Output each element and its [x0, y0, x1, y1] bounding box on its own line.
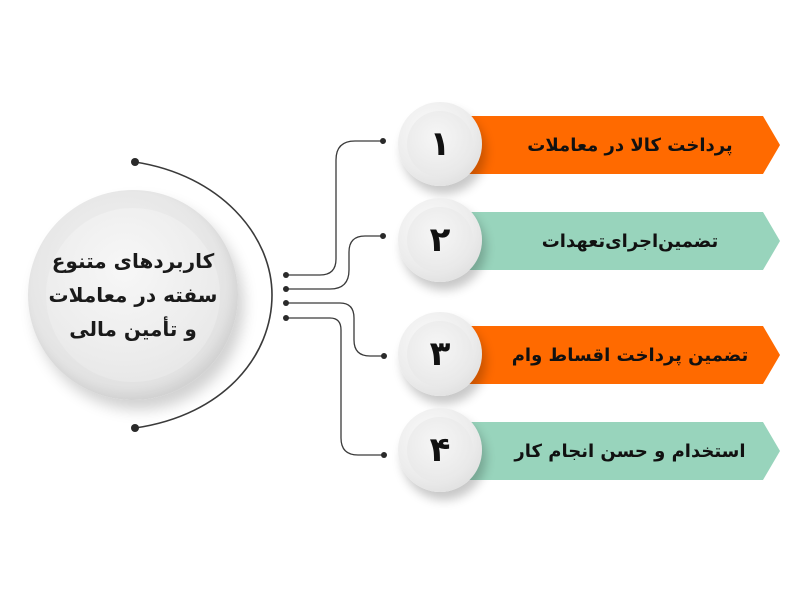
item-number-circle-3: ۳: [398, 312, 482, 396]
item-label-1: پرداخت کالا در معاملات: [527, 134, 733, 156]
item-number-circle-1: ۱: [398, 102, 482, 186]
item-banner-1: پرداخت کالا در معاملات: [440, 116, 780, 174]
item-label-4: استخدام و حسن انجام کار: [514, 440, 746, 462]
item-number-circle-4: ۴: [398, 408, 482, 492]
item-number-4: ۴: [407, 417, 473, 483]
item-banner-2: تضمین‌اجرای‌تعهدات: [440, 212, 780, 270]
item-banner-4: استخدام و حسن انجام کار: [440, 422, 780, 480]
hub-inner: کاربردهای متنوع سفته در معاملات و تأمین …: [46, 208, 220, 382]
hub-circle: کاربردهای متنوع سفته در معاملات و تأمین …: [28, 190, 238, 400]
item-number-circle-2: ۲: [398, 198, 482, 282]
item-label-2: تضمین‌اجرای‌تعهدات: [541, 230, 719, 252]
item-label-3: تضمین پرداخت اقساط وام: [511, 344, 749, 366]
item-banner-3: تضمین پرداخت اقساط وام: [440, 326, 780, 384]
item-number-1: ۱: [407, 111, 473, 177]
hub-title: کاربردهای متنوع سفته در معاملات و تأمین …: [48, 249, 218, 341]
item-number-2: ۲: [407, 207, 473, 273]
item-number-3: ۳: [407, 321, 473, 387]
